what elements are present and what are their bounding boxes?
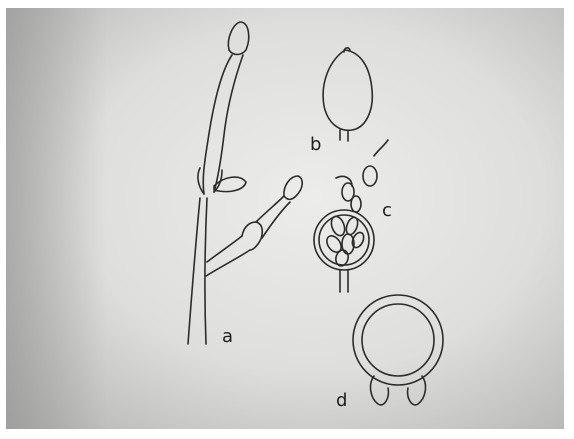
label-a: a [222,326,233,347]
label-b: b [310,134,321,155]
label-c: c [382,200,392,221]
label-d: d [336,390,347,411]
